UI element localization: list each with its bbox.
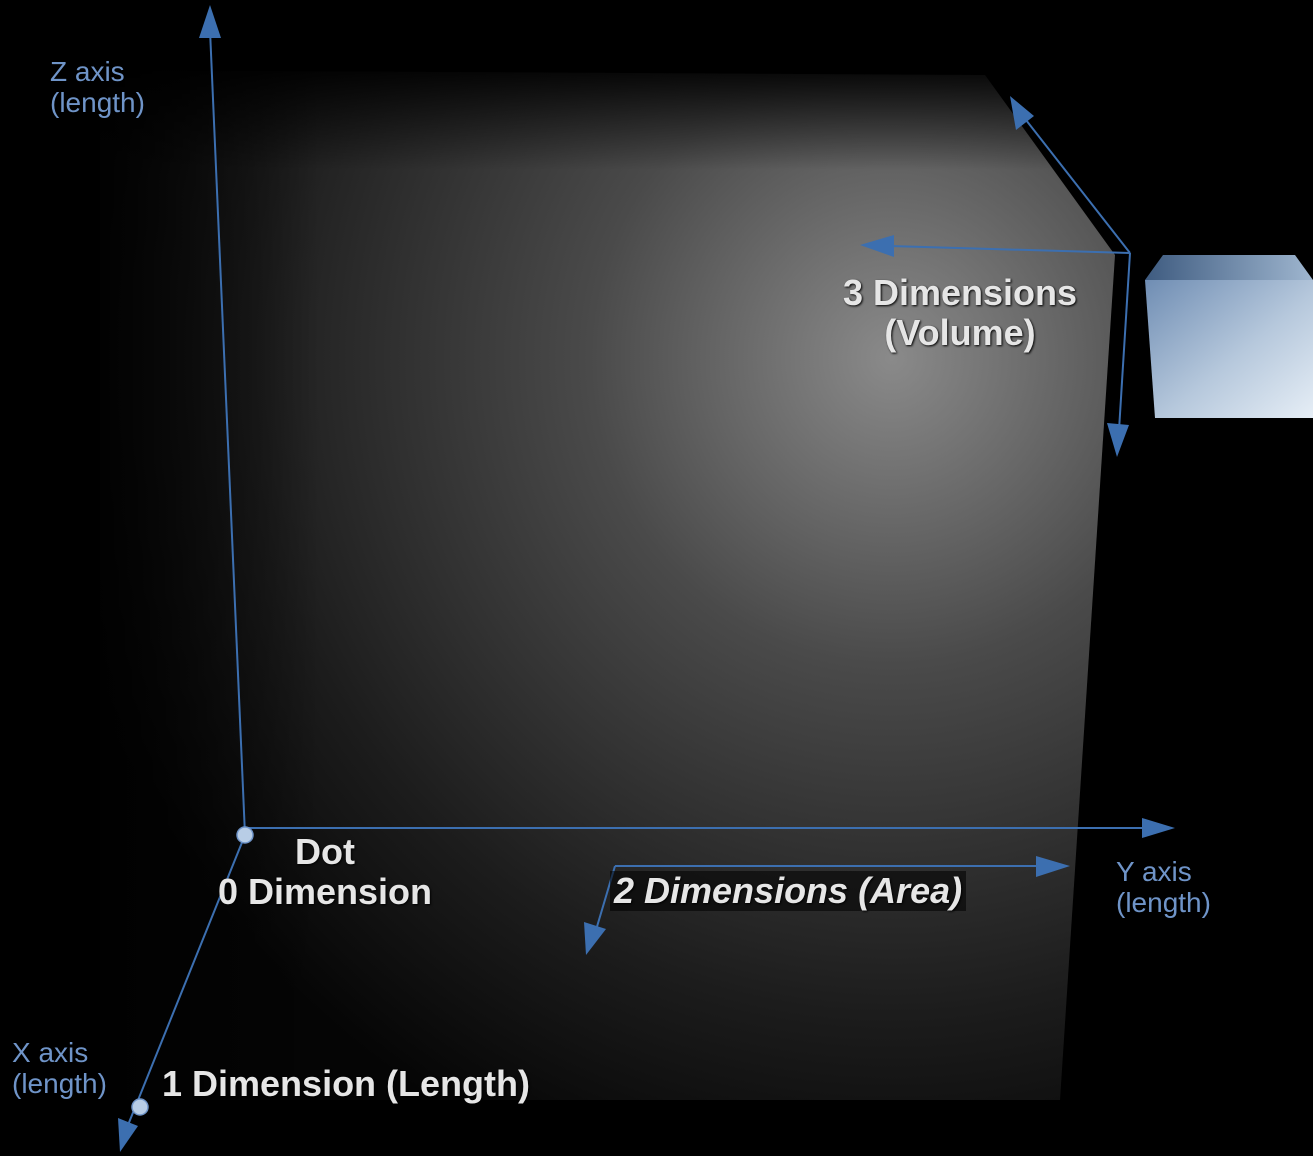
volume-shape (100, 70, 1115, 1100)
z-axis-line (209, 29, 246, 836)
area-x-arrowhead (584, 922, 606, 955)
x-axis-line (127, 834, 246, 1126)
length-end-dot (131, 1098, 149, 1116)
z-axis-unit: (length) (50, 87, 145, 119)
one-dimension-label: 1 Dimension (Length) (162, 1063, 530, 1104)
cube-icon (1145, 255, 1313, 418)
volume-z-arrowhead (1010, 96, 1034, 130)
y-axis-arrowhead (1142, 818, 1175, 838)
three-dimension-line1: 3 Dimensions (842, 272, 1078, 313)
x-axis-unit: (length) (12, 1068, 107, 1100)
z-axis-name: Z axis (50, 56, 125, 87)
zero-dimension-line1: Dot (295, 831, 355, 872)
three-dimension-label: 3 Dimensions (Volume) (815, 272, 1105, 354)
volume-z-line (1025, 119, 1131, 254)
volume-y-line (889, 245, 1131, 254)
y-axis-unit: (length) (1116, 887, 1211, 919)
y-axis-name: Y axis (1116, 856, 1192, 887)
zero-dimension-line2: 0 Dimension (217, 871, 433, 913)
origin-dot (236, 826, 254, 844)
zero-dimension-label: Dot 0 Dimension (205, 831, 445, 913)
y-axis-label: Y axis (length) (1116, 856, 1211, 919)
x-axis-label: X axis (length) (12, 1037, 107, 1100)
volume-x-arrowhead (1107, 423, 1129, 457)
three-dimension-line2: (Volume) (884, 312, 1036, 354)
x-axis-arrowhead (118, 1118, 138, 1152)
two-dimension-label: 2 Dimensions (Area) (610, 870, 967, 912)
volume-y-arrowhead (860, 235, 894, 257)
z-axis-arrowhead (199, 5, 221, 38)
volume-top-fade (60, 60, 1140, 170)
z-axis-label: Z axis (length) (50, 56, 145, 119)
volume-x-line (1118, 252, 1131, 431)
area-y-arrowhead (1036, 856, 1070, 877)
x-axis-name: X axis (12, 1037, 89, 1068)
volume-left-fade (60, 60, 320, 1120)
